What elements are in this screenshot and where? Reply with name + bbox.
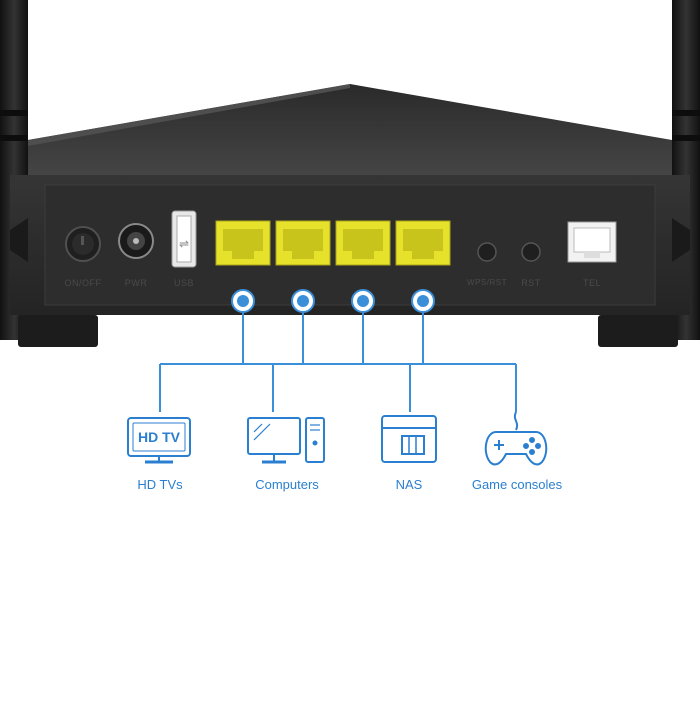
connection-lines [159, 313, 517, 412]
wps-label: WPS/RST [467, 278, 507, 287]
rst-label: RST [521, 278, 541, 288]
usb-port: ⇌ [171, 210, 197, 268]
power-jack [118, 223, 154, 259]
lan-port-2 [275, 220, 331, 266]
lan-port-1 [215, 220, 271, 266]
on-off-label: ON/OFF [64, 278, 102, 288]
gamepad-icon [484, 411, 548, 466]
port-markers [231, 289, 435, 313]
category-nas: NAS [395, 477, 423, 492]
svg-text:⇌: ⇌ [179, 237, 189, 251]
nas-icon [381, 415, 437, 463]
pwr-label: PWR [124, 278, 148, 288]
usb-label: USB [173, 278, 194, 288]
category-computers: Computers [255, 477, 319, 492]
wps-button [477, 242, 497, 262]
tel-label: TEL [582, 278, 601, 288]
rst-button [521, 242, 541, 262]
category-hd-tvs: HD TVs [137, 477, 183, 492]
category-game-consoles: Game consoles [471, 477, 563, 492]
tel-port [567, 221, 617, 263]
right-foot [598, 315, 678, 347]
lan-port-4 [395, 220, 451, 266]
left-foot [18, 315, 98, 347]
lan-port-3 [335, 220, 391, 266]
computer-icon [247, 417, 325, 464]
tv-screen-text: HD TV [138, 429, 180, 445]
tv-icon [127, 417, 191, 464]
router-top [28, 84, 672, 175]
power-switch [65, 226, 101, 262]
